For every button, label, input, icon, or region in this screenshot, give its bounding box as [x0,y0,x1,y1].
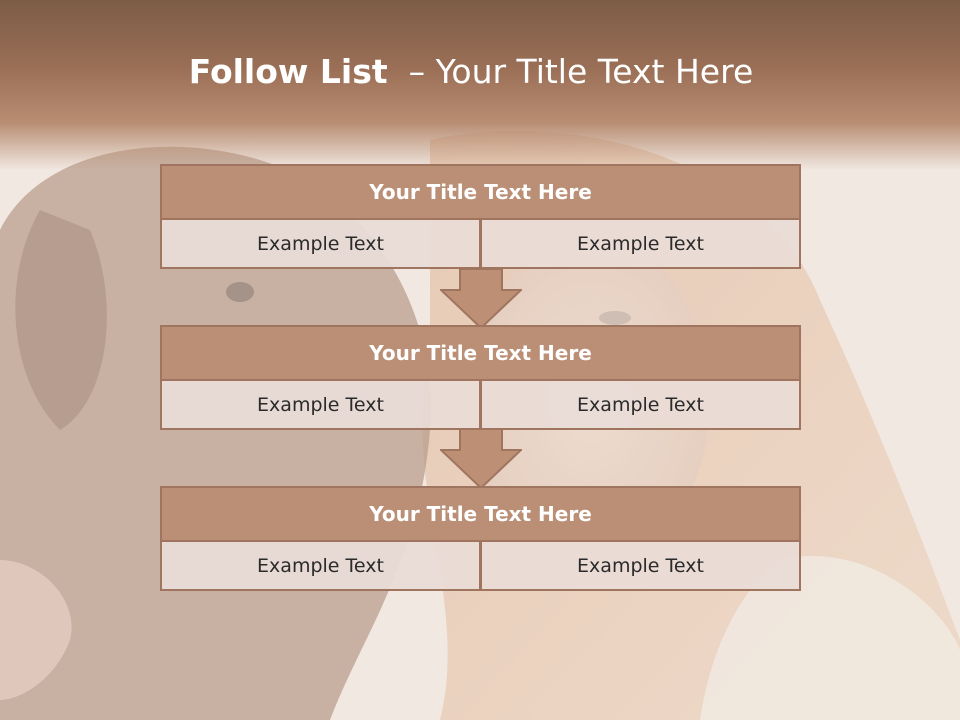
block-cell-left: Example Text [160,381,481,430]
block-cell-right: Example Text [481,381,801,430]
header-band [0,0,960,170]
slide-title-rest: – Your Title Text Here [387,52,754,91]
block-cell-right: Example Text [481,220,801,269]
down-arrow-icon [440,428,522,490]
block-title: Your Title Text Here [160,486,801,542]
slide-title-bold: Follow List [188,52,388,91]
down-arrow-icon [440,268,522,330]
slide-title: Follow List – Your Title Text Here [0,52,942,91]
block-title: Your Title Text Here [160,325,801,381]
list-block-1: Your Title Text Here Example Text Exampl… [160,164,801,269]
block-row: Example Text Example Text [160,381,801,430]
block-title: Your Title Text Here [160,164,801,220]
block-cell-left: Example Text [160,220,481,269]
block-cell-right: Example Text [481,542,801,591]
block-row: Example Text Example Text [160,542,801,591]
list-block-2: Your Title Text Here Example Text Exampl… [160,325,801,430]
block-cell-left: Example Text [160,542,481,591]
list-block-3: Your Title Text Here Example Text Exampl… [160,486,801,591]
block-row: Example Text Example Text [160,220,801,269]
